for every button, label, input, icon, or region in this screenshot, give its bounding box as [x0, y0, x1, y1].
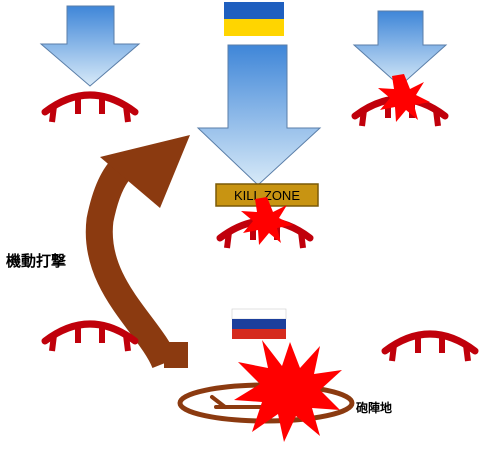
- ukraine-flag-bottom: [224, 19, 284, 36]
- ukraine-flag-top: [224, 2, 284, 19]
- arch-fortification-icon: [385, 334, 475, 361]
- down-arrow-icon: [196, 44, 322, 186]
- ukraine-flag: [224, 2, 284, 36]
- artillery-position-label: 砲陣地: [355, 400, 392, 415]
- russia-flag-top: [231, 308, 287, 320]
- arch-fortification-icon: [45, 95, 135, 122]
- maneuver-strike-arrow: [85, 135, 190, 369]
- russia-flag-middle: [232, 319, 286, 329]
- russia-flag: [231, 308, 287, 339]
- down-arrow-icon: [352, 10, 448, 87]
- russia-flag-bottom: [232, 329, 286, 339]
- arch-fortification-icon: [45, 324, 135, 351]
- kill-zone-label: KILL ZONE: [234, 188, 300, 203]
- maneuver-strike-label: 機動打撃: [6, 252, 66, 270]
- down-arrow-icon: [39, 5, 141, 87]
